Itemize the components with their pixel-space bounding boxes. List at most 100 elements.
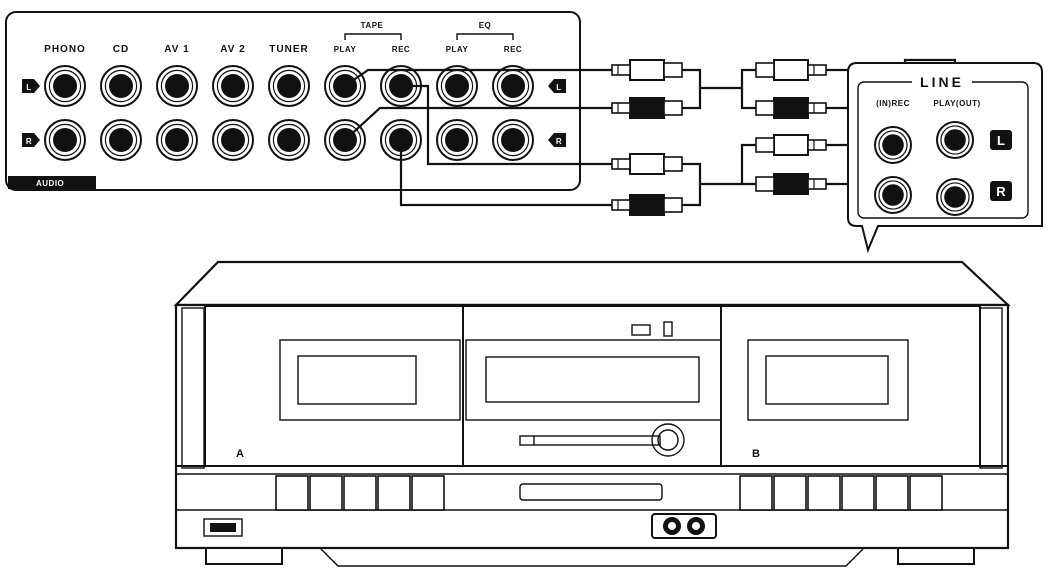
plug-left-2: [611, 97, 683, 119]
rca-plugs-receiver-side: [611, 59, 683, 216]
plug-left-3: [611, 153, 683, 175]
deck-rec-jack-r: [874, 176, 912, 214]
plug-right-3: [755, 134, 827, 156]
tape-bracket: [344, 33, 402, 40]
plug-right-4: [755, 173, 827, 195]
svg-text:L: L: [556, 83, 561, 92]
svg-text:L: L: [26, 83, 31, 92]
level-slider[interactable]: [519, 435, 661, 446]
deck-a-transport-buttons: [275, 475, 445, 511]
plug-right-2: [755, 97, 827, 119]
headphone-jack-panel: [651, 513, 717, 539]
deck-rec-jack-l: [874, 126, 912, 164]
label-eq-rec: REC: [504, 45, 522, 54]
line-title: LINE: [920, 74, 964, 90]
right-badge: R: [990, 181, 1012, 201]
svg-text:L: L: [997, 133, 1005, 148]
deck-a-button-2[interactable]: [309, 475, 343, 511]
deck-b-window: [765, 355, 889, 405]
plug-left-4: [611, 194, 683, 216]
cable-mid-3: [682, 143, 756, 186]
center-switch-1: [631, 324, 651, 336]
label-phono: PHONO: [44, 44, 86, 55]
left-channel-marker-right: L: [548, 79, 566, 93]
cable-mid-4: [682, 182, 756, 207]
receiver-jack-top-9: [492, 65, 534, 107]
deck-b-button-3[interactable]: [807, 475, 841, 511]
deck-b-door: [720, 305, 981, 467]
label-tape: TAPE: [361, 21, 384, 30]
rca-plugs-deck-side: [755, 59, 827, 195]
line-title-bg: [912, 73, 972, 89]
play-label: PLAY(OUT): [933, 99, 980, 108]
label-tape-rec: REC: [392, 45, 410, 54]
deck-b-button-4[interactable]: [841, 475, 875, 511]
receiver-jack-top-5: [268, 65, 310, 107]
label-tuner: TUNER: [269, 44, 308, 55]
receiver-jack-bottom-4: [212, 119, 254, 161]
receiver-jack-top-8: [436, 65, 478, 107]
svg-text:R: R: [556, 137, 562, 146]
eq-bracket: [456, 33, 514, 40]
cable-tape-rec-r: [399, 140, 612, 207]
deck-b-label: B: [752, 448, 760, 460]
cable-mid-2: [682, 88, 756, 110]
callout-bubble: [847, 62, 1043, 254]
deck-b-button-1[interactable]: [739, 475, 773, 511]
deck-a-window: [297, 355, 417, 405]
deck-b-button-6[interactable]: [909, 475, 943, 511]
deck-b-button-2[interactable]: [773, 475, 807, 511]
deck-b-window-frame: [747, 339, 909, 421]
deck-b-button-5[interactable]: [875, 475, 909, 511]
receiver-jack-top-4: [212, 65, 254, 107]
receiver-jack-top-3: [156, 65, 198, 107]
receiver-jack-bottom-8: [436, 119, 478, 161]
deck-line-jacks: [874, 121, 974, 216]
deck-center: [462, 305, 722, 467]
audio-label: AUDIO: [36, 179, 64, 188]
audio-tab: [8, 176, 96, 189]
deck-line-panel: LINE (IN)REC PLAY(OUT) L R: [847, 62, 1043, 254]
deck-top: [173, 260, 1011, 307]
deck-a-door: [204, 305, 464, 467]
right-channel-marker-left: R: [22, 133, 40, 147]
deck-play-jack-l: [936, 121, 974, 159]
receiver-jacks-bottom-row: [44, 119, 534, 161]
label-tape-play: PLAY: [334, 45, 357, 54]
foot-left: [205, 547, 283, 565]
left-channel-marker-left: L: [22, 79, 40, 93]
deck-a-button-3[interactable]: [343, 475, 377, 511]
label-cd: CD: [113, 44, 129, 55]
power-button[interactable]: [203, 518, 243, 537]
receiver-jack-bottom-2: [100, 119, 142, 161]
deck-a-button-5[interactable]: [411, 475, 445, 511]
cable-tape-rec-l: [401, 84, 612, 166]
svg-text:R: R: [996, 184, 1006, 199]
deck-a-button-4[interactable]: [377, 475, 411, 511]
foot-right: [897, 547, 975, 565]
cable-tape-play-l: [344, 68, 612, 87]
receiver-jack-bottom-5: [268, 119, 310, 161]
left-badge: L: [990, 130, 1012, 150]
deck-a-window-frame: [279, 339, 461, 421]
cable-mid-1: [682, 68, 756, 90]
deck-base: [319, 547, 865, 567]
deck-a-label: A: [236, 448, 244, 460]
label-eq-play: PLAY: [446, 45, 469, 54]
deck-play-jack-r: [936, 178, 974, 216]
right-channel-marker-right: R: [548, 133, 566, 147]
center-switch-2: [663, 321, 673, 337]
svg-text:R: R: [26, 137, 32, 146]
deck-a-button-1[interactable]: [275, 475, 309, 511]
plug-left-1: [611, 59, 683, 81]
receiver-jack-bottom-3: [156, 119, 198, 161]
receiver-jack-bottom-1: [44, 119, 86, 161]
volume-knob[interactable]: [651, 423, 685, 457]
receiver-jack-top-2: [100, 65, 142, 107]
receiver-jacks-top-row: [44, 65, 534, 107]
label-av1: AV 1: [164, 44, 190, 55]
receiver-jack-bottom-9: [492, 119, 534, 161]
deck-b-transport-buttons: [739, 475, 943, 511]
plug-right-1: [755, 59, 827, 81]
